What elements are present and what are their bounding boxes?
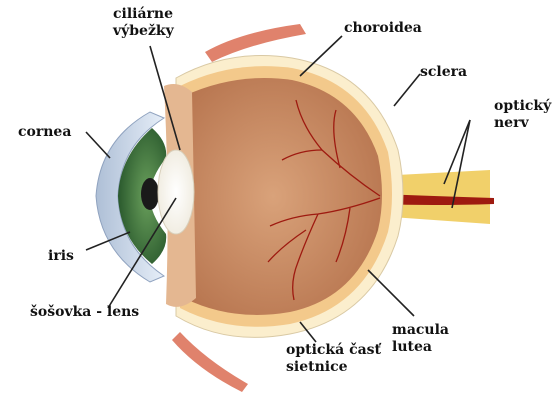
- label-ciliary-processes: ciliárne výbežky: [113, 6, 174, 40]
- label-optic-nerve-line1: optický: [494, 98, 551, 115]
- label-ciliary-line1: ciliárne: [113, 6, 174, 23]
- label-macula-line2: lutea: [392, 339, 449, 356]
- lens-shape: [158, 150, 194, 234]
- label-sclera: sclera: [420, 64, 467, 81]
- label-iris: iris: [48, 248, 74, 265]
- label-optic-nerve-line2: nerv: [494, 115, 551, 132]
- pupil: [141, 178, 159, 210]
- label-optic-nerve: optický nerv: [494, 98, 551, 132]
- label-lens: šošovka - lens: [30, 304, 139, 321]
- label-retina-optic-part: optická časť sietnice: [286, 342, 381, 376]
- label-macula-lutea: macula lutea: [392, 322, 449, 356]
- label-choroid: choroidea: [344, 20, 422, 37]
- label-retina-line2: sietnice: [286, 359, 381, 376]
- lower-muscle: [172, 332, 248, 392]
- label-cornea: cornea: [18, 124, 71, 141]
- label-macula-line1: macula: [392, 322, 449, 339]
- label-retina-line1: optická časť: [286, 342, 381, 359]
- label-ciliary-line2: výbežky: [113, 23, 174, 40]
